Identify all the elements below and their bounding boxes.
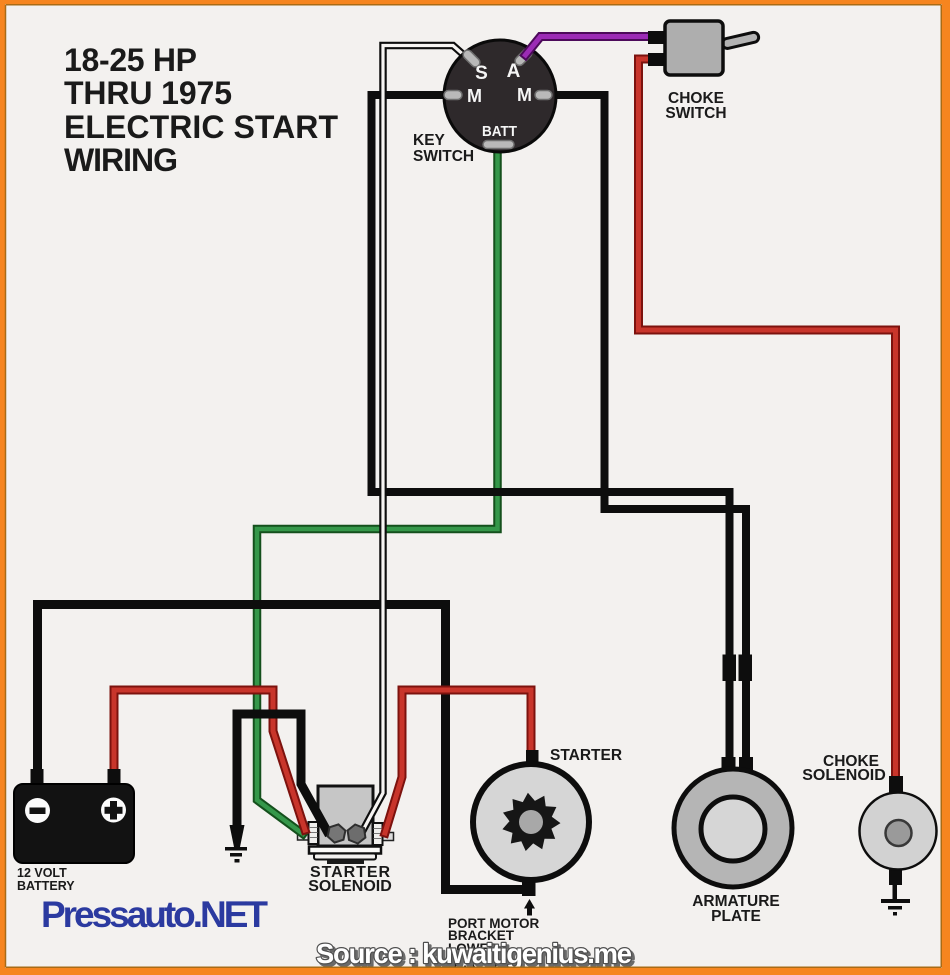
svg-text:STARTER: STARTER <box>310 864 390 881</box>
svg-text:BATT: BATT <box>482 124 517 140</box>
svg-text:CHOKE: CHOKE <box>823 753 879 770</box>
svg-text:SWITCH: SWITCH <box>413 148 474 165</box>
svg-text:ELECTRIC START: ELECTRIC START <box>64 109 338 145</box>
svg-text:THRU 1975: THRU 1975 <box>64 75 232 111</box>
svg-text:CHOKE: CHOKE <box>668 90 724 107</box>
svg-text:M: M <box>517 85 532 105</box>
svg-text:Source : kuwaitigenius.me: Source : kuwaitigenius.me <box>316 938 632 969</box>
svg-text:PLATE: PLATE <box>711 908 761 925</box>
svg-text:S: S <box>475 63 488 84</box>
svg-text:LOWER: LOWER <box>448 941 498 956</box>
svg-text:KEY: KEY <box>413 132 446 149</box>
svg-text:STARTER: STARTER <box>550 747 622 764</box>
svg-text:Pressauto.NET: Pressauto.NET <box>41 894 268 935</box>
svg-text:SWITCH: SWITCH <box>665 105 726 122</box>
svg-text:ARMATURE: ARMATURE <box>692 893 780 910</box>
svg-text:A: A <box>507 61 521 82</box>
svg-text:SOLENOID: SOLENOID <box>802 767 886 784</box>
svg-text:12 VOLT: 12 VOLT <box>17 866 67 880</box>
svg-text:M: M <box>467 86 482 106</box>
svg-text:BATTERY: BATTERY <box>17 879 75 893</box>
svg-text:18-25 HP: 18-25 HP <box>64 42 197 78</box>
svg-text:BRACKET: BRACKET <box>448 928 515 943</box>
svg-text:WIRING: WIRING <box>64 142 178 178</box>
svg-text:SOLENOID: SOLENOID <box>308 878 392 895</box>
svg-text:PORT MOTOR: PORT MOTOR <box>448 916 540 931</box>
